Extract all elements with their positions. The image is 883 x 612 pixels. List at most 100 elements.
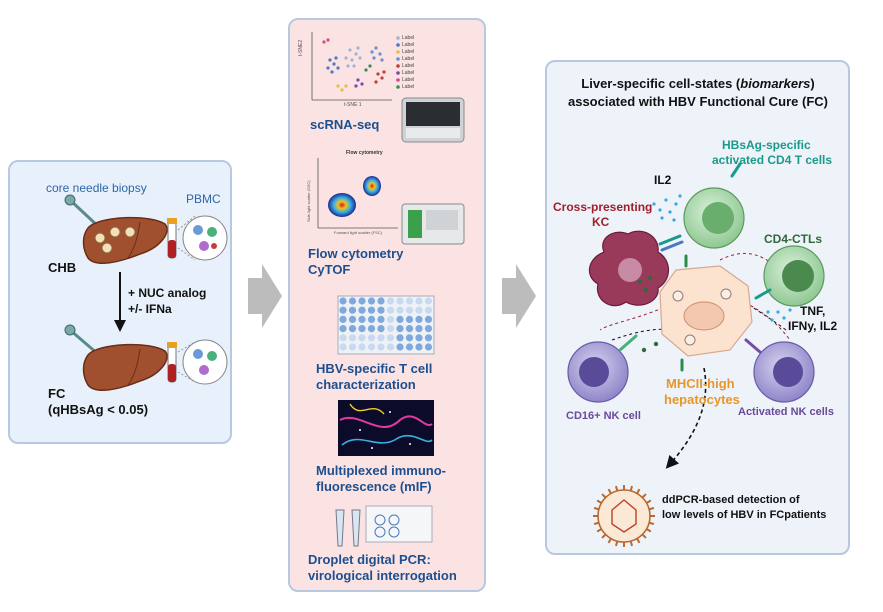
plate-well — [367, 297, 376, 305]
tsne-legend-swatch — [396, 50, 400, 54]
tsne-legend-label: Label — [402, 70, 415, 76]
sequencer-icon — [401, 97, 465, 143]
plate-well — [339, 315, 347, 323]
il2-label: IL2 — [654, 173, 672, 187]
plate-well — [424, 297, 433, 305]
tsne-legend — [396, 36, 400, 89]
plate-well — [358, 297, 366, 305]
plate-well — [386, 334, 395, 342]
plate-well — [396, 325, 404, 333]
tsne-legend-swatch — [396, 57, 400, 61]
virion-spike — [641, 533, 647, 539]
elispot-plate-icon — [337, 295, 435, 355]
plate-well — [358, 315, 366, 323]
flow-plot-title: Flow cytometry — [346, 150, 383, 156]
fc-label: FC — [48, 386, 66, 401]
virion-spike — [646, 528, 652, 533]
fc-criterion: (qHBsAg < 0.05) — [48, 402, 149, 417]
plate-well — [339, 334, 347, 342]
plate-well — [396, 334, 404, 342]
plate-well — [348, 334, 357, 342]
virion-spike — [629, 540, 633, 547]
right-panel-title-line1: Liver-specific cell-states (biomarkers) — [581, 76, 815, 91]
plate-well — [386, 343, 395, 351]
tsne-legend-swatch — [396, 64, 400, 68]
kc-label-line2: KC — [592, 215, 610, 229]
plate-well — [415, 343, 423, 351]
plate-well — [377, 315, 385, 323]
ddpcr-detection-line1: ddPCR-based detection of — [662, 494, 800, 506]
tsne-legend-label: Label — [402, 35, 415, 41]
plate-well — [415, 325, 423, 333]
plate-well — [367, 306, 376, 314]
tsne-ylabel: t-SNE2 — [298, 39, 304, 56]
hbsag-label-line1: HBsAg-specific — [722, 138, 811, 152]
virion-spike — [607, 538, 612, 544]
plate-well — [377, 334, 385, 342]
plate-well — [386, 297, 395, 305]
plate-well — [348, 325, 357, 333]
virion-spike — [648, 507, 655, 511]
plate-well — [386, 325, 395, 333]
plate-well — [405, 297, 414, 305]
virion-spike — [648, 521, 655, 525]
plate-well — [358, 325, 366, 333]
plate-well — [377, 306, 385, 314]
pbmc-circle-icon-top — [182, 215, 228, 261]
tsne-legend-label: Label — [402, 84, 415, 90]
plate-well — [377, 343, 385, 351]
virion-spike — [646, 499, 652, 504]
liver-icon-chb — [82, 216, 168, 264]
virion-spike — [596, 528, 602, 533]
virion-spike — [629, 485, 633, 492]
plate-well — [396, 343, 404, 351]
method-mif-line1: Multiplexed immuno- — [316, 463, 446, 478]
virion-spike — [641, 493, 647, 499]
liver-icon-fc — [82, 343, 168, 391]
cd16-nk-cell — [567, 341, 629, 403]
plate-well — [424, 315, 433, 323]
treatment-line1: + NUC analog — [128, 286, 207, 300]
biopsy-label: core needle biopsy — [46, 181, 147, 195]
plate-well — [377, 325, 385, 333]
treatment-line2: +/- IFNa — [128, 302, 172, 316]
tsne-legend-label: Label — [402, 63, 415, 69]
flow-cytometry-plot — [317, 158, 398, 229]
plate-well — [339, 306, 347, 314]
plate-well — [358, 343, 366, 351]
chb-label: CHB — [48, 260, 77, 275]
tsne-legend-label: Label — [402, 49, 415, 55]
plate-well — [386, 306, 395, 314]
ddpcr-tubes-icon — [335, 505, 433, 547]
plate-well — [424, 325, 433, 333]
activated-nk-label: Activated NK cells — [738, 406, 834, 418]
gray-arrow-1 — [248, 264, 282, 328]
tsne-legend-label: Label — [402, 77, 415, 83]
ddpcr-detection-line2: low levels of HBV in FCpatients — [662, 509, 827, 521]
plate-well — [405, 343, 414, 351]
hbsag-specific-cd4-t-cell — [683, 187, 745, 249]
method-flow-line2: CyTOF — [308, 262, 351, 277]
plate-well — [367, 343, 376, 351]
blood-tube-icon-top — [167, 218, 177, 259]
mhcii-high-hepatocyte — [659, 265, 753, 357]
plate-well — [396, 297, 404, 305]
method-tcell-line1: HBV-specific T cell — [316, 361, 433, 376]
plate-well — [424, 306, 433, 314]
plate-well — [377, 297, 385, 305]
hbv-virion-icon — [593, 485, 655, 547]
method-ddpcr-line1: Droplet digital PCR: — [308, 552, 431, 567]
mhcii-label-line2: hepatocytes — [664, 392, 740, 407]
activated-nk-cell — [753, 341, 815, 403]
method-scrna-seq: scRNA-seq — [310, 117, 380, 132]
plate-well — [339, 343, 347, 351]
plate-well — [386, 315, 395, 323]
hbsag-label-line2: activated CD4 T cells — [712, 153, 833, 167]
plate-well — [396, 315, 404, 323]
tsne-xlabel: t-SNE 1 — [344, 102, 362, 108]
blood-tube-icon-bottom — [167, 342, 177, 383]
tsne-legend-swatch — [396, 78, 400, 82]
virion-spike — [596, 499, 602, 504]
flow-ylabel: Side light scatter (SSC) — [306, 180, 311, 222]
